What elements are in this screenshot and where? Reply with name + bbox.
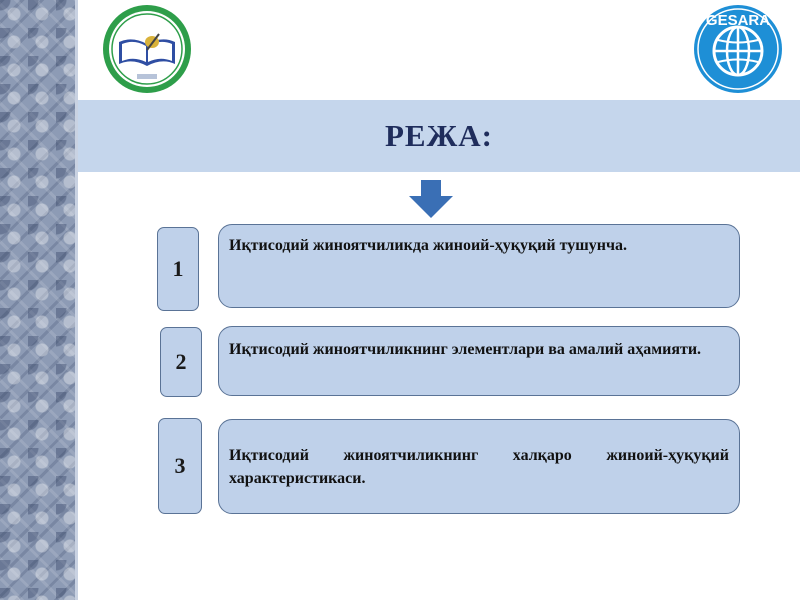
plan-number-label: 1: [172, 256, 184, 281]
plan-item-2: Иқтисодий жиноятчиликнинг элементлари ва…: [218, 326, 740, 396]
title-band: РЕЖА:: [78, 100, 800, 172]
globe-logo-text: GESARA: [706, 12, 770, 29]
plan-number-1: 1: [157, 227, 199, 311]
decorative-side-strip: [0, 0, 78, 600]
plan-item-3: Иқтисодий жиноятчиликнинг халқаро жиноий…: [218, 419, 740, 514]
plan-item-text: Иқтисодий жиноятчиликнинг элементлари ва…: [229, 341, 702, 358]
plan-number-2: 2: [160, 327, 202, 397]
arrow-down-icon: [409, 180, 453, 218]
plan-item-text: Иқтисодий жиноятчиликда жиноий-ҳуқуқий т…: [229, 237, 627, 254]
plan-number-label: 2: [175, 349, 187, 374]
slide-title: РЕЖА:: [385, 118, 493, 153]
plan-item-text: Иқтисодий жиноятчиликнинг халқаро жиноий…: [229, 447, 729, 487]
plan-number-3: 3: [158, 418, 202, 514]
plan-item-1: Иқтисодий жиноятчиликда жиноий-ҳуқуқий т…: [218, 224, 740, 308]
plan-number-label: 3: [174, 453, 186, 478]
book-emblem-logo: [103, 5, 191, 93]
globe-gesara-logo: GESARA: [694, 5, 782, 93]
